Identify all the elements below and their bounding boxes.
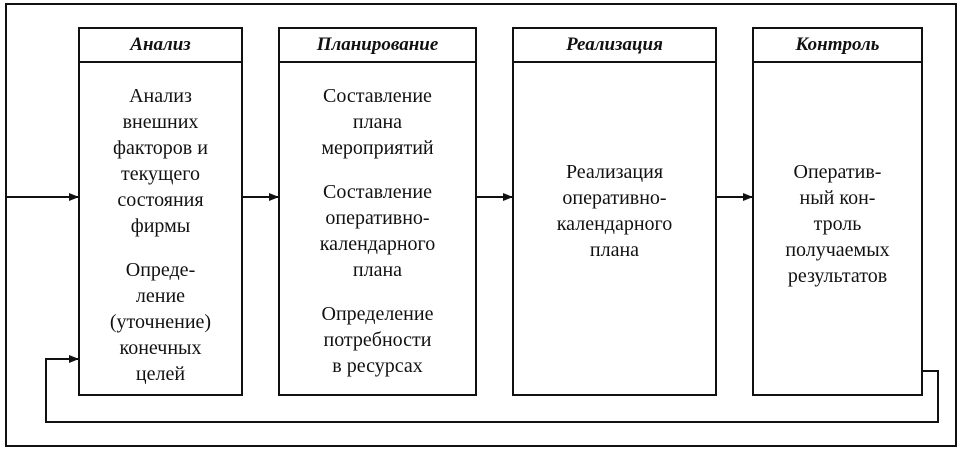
feedback-loop-arrow xyxy=(45,355,939,423)
stage-implementation: Реализация Реализация оперативно- календ… xyxy=(512,27,717,396)
task-action-plan: Составление плана мероприятий xyxy=(321,85,434,159)
task-operational-control: Оператив- ный кон- троль получаемых резу… xyxy=(785,161,890,287)
task-goal-definition: Опреде- ление (уточнение) конечных целей xyxy=(109,259,212,385)
stage-control: Контроль Оператив- ный кон- троль получа… xyxy=(752,27,923,396)
task-external-analysis: Анализ внешних факторов и текущего состо… xyxy=(113,85,208,237)
stage-title: Реализация xyxy=(514,29,715,63)
stage-title: Планирование xyxy=(280,29,475,63)
stage-planning: Планирование Составление плана мероприят… xyxy=(278,27,477,396)
stage-title: Контроль xyxy=(754,29,921,63)
task-operational-schedule: Составление оперативно- календарного пла… xyxy=(319,181,436,281)
task-schedule-implementation: Реализация оперативно- календарного план… xyxy=(556,161,673,261)
outer-frame xyxy=(5,3,957,447)
stage-title: Анализ xyxy=(80,29,241,63)
stage-analysis: Анализ Анализ внешних факторов и текущег… xyxy=(78,27,243,396)
task-resource-needs: Определение потребности в ресурсах xyxy=(321,303,434,377)
